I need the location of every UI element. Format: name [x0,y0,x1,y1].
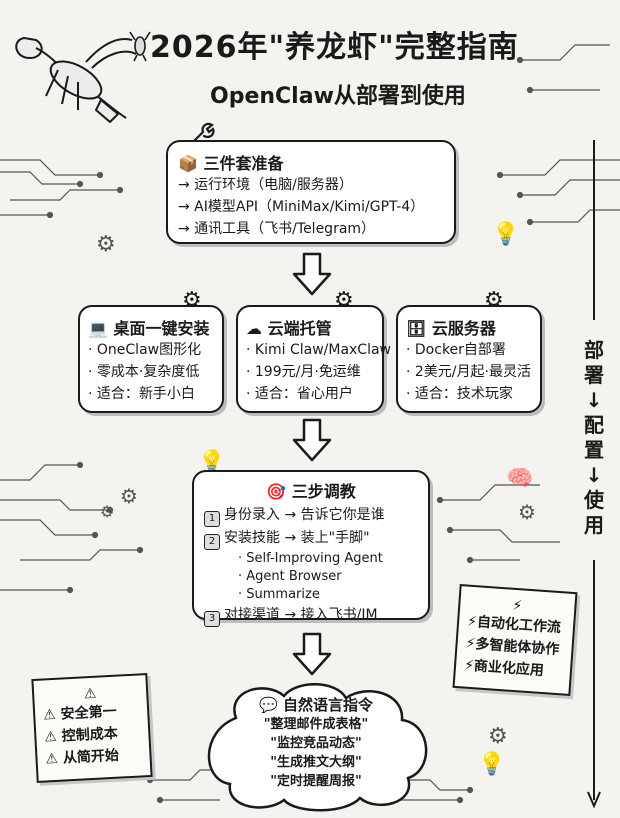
note-left: ⚠ ⚠ 安全第一 ⚠ 控制成本 ⚠ 从简开始 [31,673,153,783]
step-sub-item: · Self-Improving Agent [238,551,383,566]
page-subtitle: OpenClaw从部署到使用 [210,84,466,109]
nl-item: "生成推文大纲" [270,755,362,770]
server-icon: 🗄 [406,319,427,338]
nl-item: "整理邮件成表格" [263,717,369,732]
step-sub-item: · Summarize [238,587,320,602]
side-flow-label: 部 署 ↓ 配 置 ↓ 使 用 [578,338,610,538]
lobster-icon [15,37,137,123]
option-item: · 适合：技术玩家 [406,386,513,402]
option-title: 云端托管 [267,319,332,338]
option-item: · OneClaw图形化 [88,342,202,358]
brain-icon: 🧠 [506,466,534,491]
note-item: 控制成本 [61,725,119,745]
laptop-icon: 💻 [88,319,108,338]
option-item: · 2美元/月起·最灵活 [406,364,531,380]
gear-icon: ⚙ [488,724,508,749]
chat-icon: 💬 [259,696,278,714]
option-item: · 199元/月·免运维 [246,364,361,380]
cloud-shape [207,683,428,812]
package-icon: 📦 [178,154,198,173]
target-icon: 🎯 [266,482,287,501]
prep-box: 📦 三件套准备 → 运行环境（电脑/服务器） → AI模型API（MiniMax… [166,140,456,244]
gear-icon: ⚙ [96,232,116,257]
gear-icon: ⚙ [518,500,536,524]
nl-title: 自然语言指令 [282,696,373,714]
option-cloud-server: 🗄 云服务器 · Docker自部署 · 2美元/月起·最灵活 · 适合：技术玩… [396,305,542,413]
step-sub-item: · Agent Browser [238,569,342,584]
option-item: · Kimi Claw/MaxClaw [246,342,391,358]
prep-title: 三件套准备 [203,154,284,173]
lobster-small-icon [129,31,151,62]
prep-item: → AI模型API（MiniMax/Kimi/GPT-4） [178,199,425,215]
down-arrow-icon [292,632,332,676]
page-title: 2026年"养龙虾"完整指南 [150,30,519,65]
note-item: 从简开始 [62,747,120,767]
step-text: 身份录入 → 告诉它你是谁 [224,507,385,523]
prep-item: → 运行环境（电脑/服务器） [178,177,353,193]
lightbulb-icon: 💡 [492,222,520,247]
step-number: 1 [204,511,220,527]
step-text: 安装技能 → 装上"手脚" [224,530,370,546]
note-right: ⚡ ⚡自动化工作流 ⚡多智能体协作 ⚡商业化应用 [452,584,578,696]
option-item: · 适合：省心用户 [246,386,353,402]
down-arrow-icon [292,252,332,296]
option-desktop: 💻 桌面一键安装 · OneClaw图形化 · 零成本·复杂度低 · 适合：新手… [78,305,224,413]
warning-icon: ⚠ [45,750,59,768]
lightbulb-icon: 💡 [478,752,506,777]
step-text: 对接渠道 → 接入飞书/IM [224,607,378,623]
gear-icon: ⚙ [100,502,115,521]
steps-title: 三步调教 [291,482,356,501]
option-item: · Docker自部署 [406,342,506,358]
step-number: 2 [204,534,220,550]
nl-block: 💬 自然语言指令 "整理邮件成表格" "监控竞品动态" "生成推文大纲" "定时… [224,694,408,791]
nl-item: "定时提醒周报" [270,774,362,789]
step-number: 3 [204,611,220,627]
option-item: · 零成本·复杂度低 [88,364,200,380]
warning-icon: ⚠ [44,728,58,746]
warning-icon: ⚠ [42,706,57,724]
note-item: 自动化工作流 [476,614,562,637]
option-item: · 适合：新手小白 [88,386,195,402]
prep-item: → 通讯工具（飞书/Telegram） [178,221,376,237]
option-cloud-hosted: ☁ 云端托管 · Kimi Claw/MaxClaw · 199元/月·免运维 … [236,305,391,413]
note-item: 多智能体协作 [474,636,560,659]
cloud-icon: ☁ [246,319,262,338]
note-item: 安全第一 [60,703,118,723]
option-title: 云服务器 [431,319,496,338]
down-arrow-icon [292,418,332,462]
gear-icon: ⚙ [120,484,138,508]
nl-item: "监控竞品动态" [270,736,362,751]
note-item: 商业化应用 [473,658,545,680]
option-title: 桌面一键安装 [113,319,210,338]
